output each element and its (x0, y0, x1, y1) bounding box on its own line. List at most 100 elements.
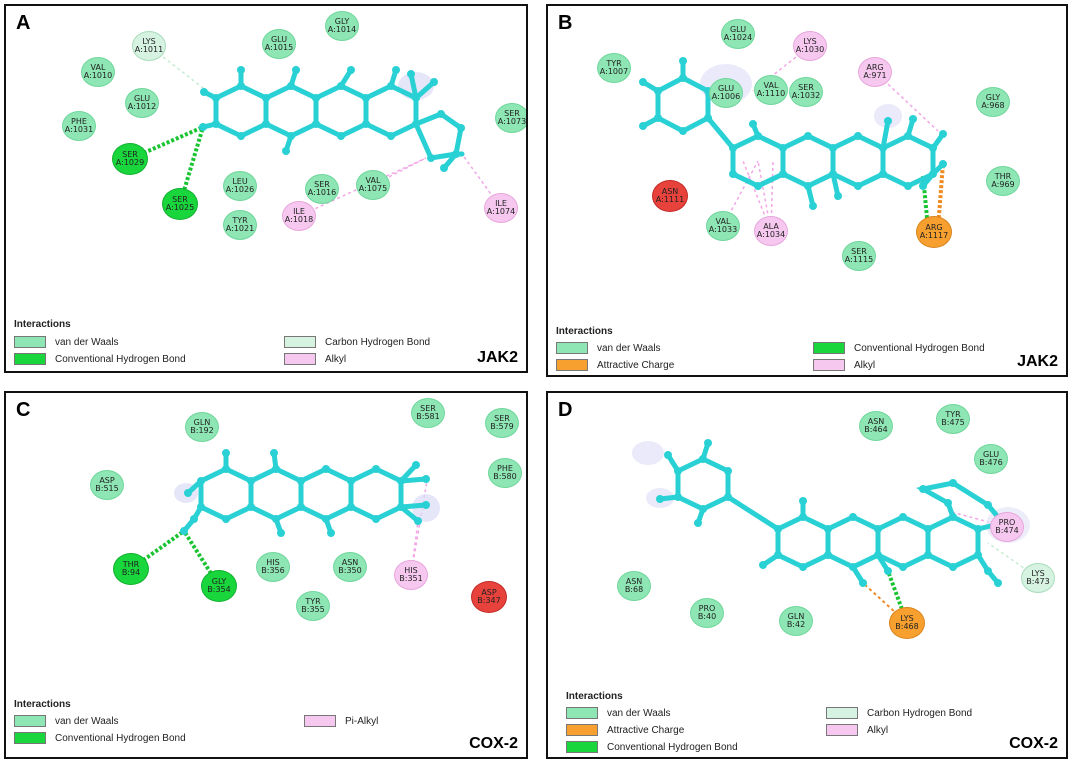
legend-label: Carbon Hydrogen Bond (867, 707, 973, 719)
residue-name: HIS (266, 558, 280, 567)
residue-id: A:1015 (264, 43, 294, 52)
residue-id: B:354 (207, 585, 231, 594)
residue-name: LYS (803, 37, 817, 46)
residue-id: B:475 (941, 418, 965, 427)
residue-name: PHE (497, 464, 513, 473)
residue-id: A:1073 (497, 117, 527, 126)
residue-id: B:464 (864, 425, 888, 434)
residue-name: VAL (365, 176, 381, 185)
residue-id: B:515 (95, 484, 119, 493)
residue-name: VAL (763, 81, 779, 90)
residue-name: ARG (866, 63, 884, 72)
legend-label: Alkyl (854, 359, 876, 371)
residue-id: B:40 (697, 612, 717, 621)
residue-name: SER (420, 404, 436, 413)
target-label: COX-2 (1009, 735, 1058, 752)
residue-id: A:1026 (225, 185, 255, 194)
panel-label: D (558, 399, 573, 421)
legend-swatch (14, 336, 46, 348)
legend-label: van der Waals (55, 336, 119, 348)
residue-id: A:1033 (708, 225, 738, 234)
residue-id: A:1030 (795, 45, 825, 54)
residue-name: ALA (763, 222, 779, 231)
residue-id: A:1010 (83, 71, 113, 80)
residue-name: GLN (193, 418, 211, 427)
residue-name: ASN (661, 187, 679, 196)
legend-item: Carbon Hydrogen Bond (284, 336, 430, 348)
residue-name: LYS (900, 614, 914, 623)
residue-name: TYR (305, 597, 321, 606)
residue-id: A:1117 (919, 231, 949, 240)
residue-id: B:42 (786, 620, 806, 629)
residue-name: ASN (341, 558, 359, 567)
residue-name: TYR (606, 59, 622, 68)
residue-name: SER (798, 83, 814, 92)
interaction-diagram-b (639, 45, 947, 232)
residue-id: A:968 (981, 101, 1005, 110)
legend-label: Conventional Hydrogen Bond (55, 353, 186, 365)
residue-id: A:969 (991, 180, 1015, 189)
residue-id: A:1012 (127, 102, 157, 111)
residue-name: ILE (293, 207, 305, 216)
residue-id: B:580 (493, 472, 517, 481)
interactions-title: Interactions (14, 699, 71, 710)
legend-label: Conventional Hydrogen Bond (854, 342, 985, 354)
legend-label: Conventional Hydrogen Bond (55, 732, 186, 744)
legend-item: Conventional Hydrogen Bond (14, 353, 186, 365)
residue-name: THR (122, 560, 140, 569)
residue-name: GLU (133, 94, 151, 103)
legend-item: van der Waals (556, 342, 661, 354)
legend-swatch (14, 732, 46, 744)
residue-id: A:1111 (655, 195, 685, 204)
legend-item: Conventional Hydrogen Bond (813, 342, 985, 354)
residue-id: B:68 (624, 585, 644, 594)
residue-id: A:1029 (115, 158, 145, 167)
residue-id: B:356 (261, 566, 285, 575)
residue-id: A:1110 (756, 89, 786, 98)
residue-id: A:1016 (307, 188, 337, 197)
legend-swatch (304, 715, 336, 727)
legend-swatch (566, 724, 598, 736)
legend-label: Conventional Hydrogen Bond (607, 741, 738, 753)
residue-name: ASP (481, 588, 497, 597)
residue-id: A:1021 (225, 224, 255, 233)
residue-name: ASP (99, 476, 115, 485)
residue-name: PHE (71, 117, 87, 126)
residue-name: ASN (625, 577, 643, 586)
residue-name: PRO (698, 604, 716, 613)
residue-name: GLU (717, 84, 735, 93)
residue-name: SER (122, 150, 138, 159)
legend-swatch (556, 359, 588, 371)
interaction-diagram-a (129, 45, 502, 217)
legend-item: Carbon Hydrogen Bond (826, 707, 972, 719)
residue-name: GLY (985, 93, 1001, 102)
